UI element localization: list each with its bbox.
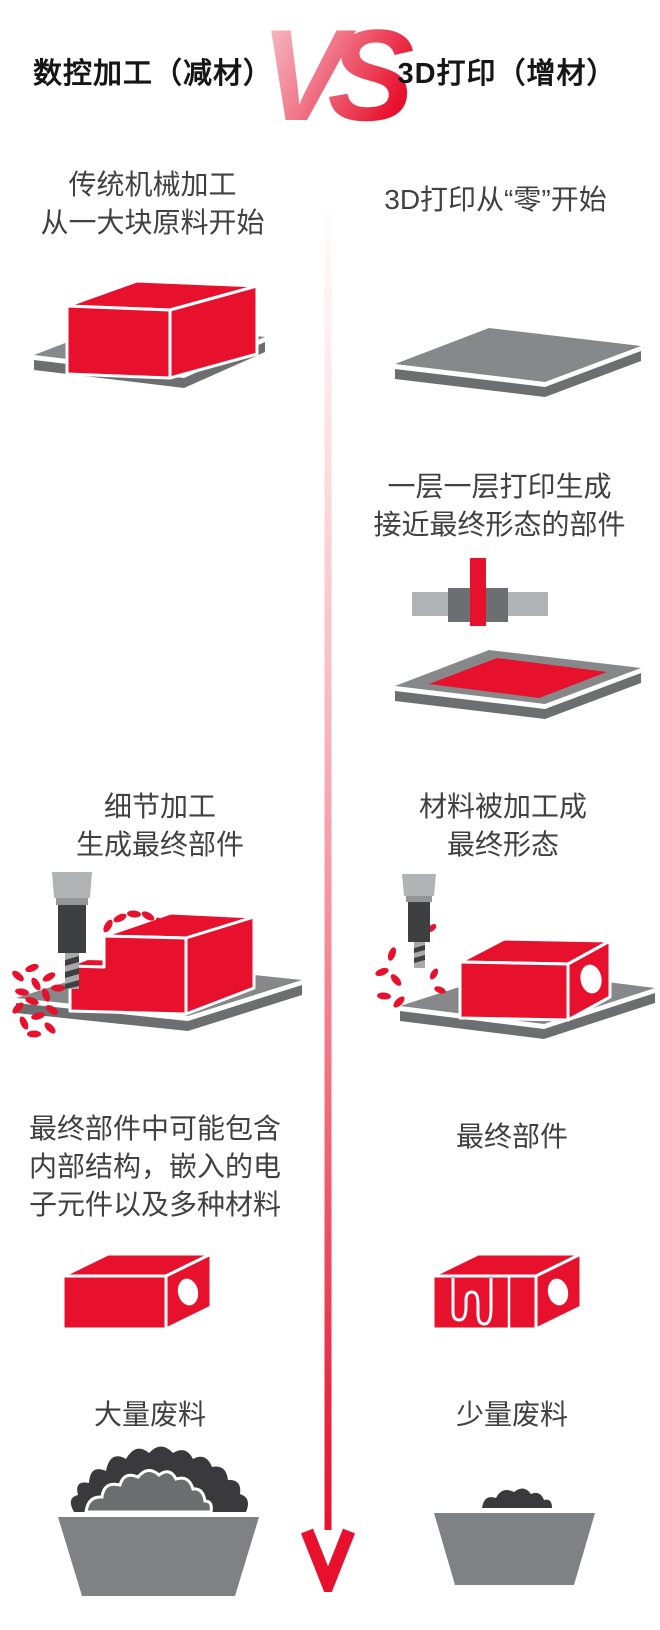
cnc-final-label: 最终部件中可能包含 内部结构，嵌入的电 子元件以及多种材料 [10,1110,300,1224]
left-column-title: 数控加工（减材） [32,58,273,90]
label-line: 细节加工 [103,791,216,822]
internal-structure-squiggle [451,1278,493,1326]
label-line: 最终部件 [455,1121,568,1152]
print-final-label: 最终部件 [392,1118,632,1156]
label-line: 一层一层打印生成 [387,471,612,502]
waste-bin-full-icon [58,1446,259,1596]
label-line: 生成最终部件 [75,829,244,860]
label-line: 从一大块原料开始 [40,207,265,238]
red-chips [12,910,173,1038]
label-line: 传统机械加工 [68,169,237,200]
print-waste-label: 少量废料 [392,1396,632,1434]
label-line: 大量废料 [93,1399,206,1430]
cnc-start-label: 传统机械加工 从一大块原料开始 [20,166,285,242]
milling-drill-with-chips-icon [12,872,302,1038]
cnc-detail-label: 细节加工 生成最终部件 [30,788,290,864]
label-line: 最终形态 [446,829,559,860]
waste-bin-small-icon [434,1488,595,1585]
empty-platform-icon [395,328,641,397]
final-part-with-hole-icon [61,1252,213,1331]
drill-bit [402,874,436,968]
raw-block-on-platform-icon [34,279,265,388]
print-start-label: 3D打印从“零”开始 [368,181,623,219]
drill-finishing-part-icon [375,874,655,1039]
cnc-waste-label: 大量废料 [30,1396,270,1434]
down-arrow-icon [300,190,356,1592]
vs-text: VS [240,10,415,139]
label-line: 接近最终形态的部件 [373,509,626,540]
label-line: 内部结构，嵌入的电 [28,1151,281,1182]
printer-head-icon [412,558,548,626]
label-line: 材料被加工成 [418,791,587,822]
final-part-with-structure-icon [431,1252,583,1331]
print-machining-label: 材料被加工成 最终形态 [368,788,638,864]
label-line: 子元件以及多种材料 [28,1189,281,1220]
drill-bit [52,872,92,989]
label-line: 少量废料 [455,1399,568,1430]
right-column-title: 3D打印（增材） [397,58,617,90]
print-layers-label: 一层一层打印生成 接近最终形态的部件 [352,468,647,544]
printed-layer-platform-icon [395,650,641,719]
label-line: 最终部件中可能包含 [28,1113,281,1144]
label-line: 3D打印从“零”开始 [384,184,607,215]
